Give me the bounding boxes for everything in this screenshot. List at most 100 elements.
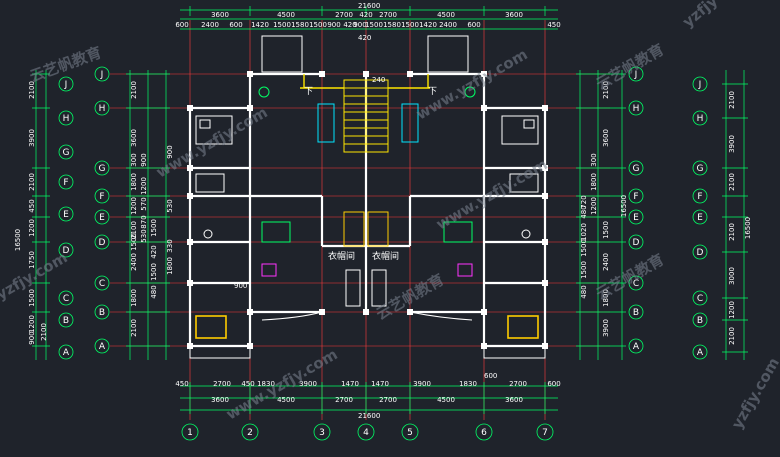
dim-top-row2-label: 1580: [291, 21, 309, 29]
dim-far-right-label: 2100: [728, 223, 736, 241]
dim-far-right-label: 2100: [728, 91, 736, 109]
dim-bottom-mid-0: 900: [234, 282, 247, 290]
row-axis-label: B: [99, 308, 105, 318]
dim-left-outer-label: 3900: [28, 129, 36, 147]
row-axis-label: H: [697, 114, 704, 124]
dim-top-row1-label: 2700: [335, 11, 353, 19]
row-axis-label: A: [63, 348, 70, 358]
dim-right-inner-label: 2400: [602, 253, 610, 271]
column-axis-bubble: [357, 423, 375, 441]
dim-bottom-row1-label: 1830: [459, 380, 477, 388]
column-axis-label: 2: [247, 428, 253, 438]
dim-left-outer-label: 2100: [28, 81, 36, 99]
row-axis-label: C: [697, 294, 703, 304]
dim-left-outer-label: 1750: [28, 251, 36, 269]
column-axis-bubble: [475, 423, 493, 441]
row-axis-bubble: [58, 290, 74, 306]
dim-left-small-label: 330: [166, 239, 174, 252]
dim-left-outer-label: 900: [28, 331, 36, 344]
row-axis-label: H: [99, 104, 106, 114]
row-axis-label: J: [634, 70, 638, 80]
dim-top-row1-label: 3600: [211, 11, 229, 19]
row-axis-label: F: [99, 192, 104, 202]
watermark-text: yzfjy: [679, 0, 721, 31]
dim-top-small-0: 420: [358, 34, 371, 42]
row-axis-label: E: [63, 210, 69, 220]
dim-right-small-label: 1500: [580, 239, 588, 257]
dim-bottom-row1-label: 1830: [257, 380, 275, 388]
dim-left-small-label: 1500: [150, 219, 158, 237]
row-axis-bubble: [94, 275, 110, 291]
dim-left-inner-label: 300: [130, 153, 138, 166]
row-axis-label: J: [698, 80, 702, 90]
dim-top-row2-label: 1420: [419, 21, 437, 29]
dim-bottom-row1-label: 3900: [299, 380, 317, 388]
dim-bottom-row1-label: 450: [241, 380, 254, 388]
row-axis-bubble: [94, 160, 110, 176]
row-axis-bubble: [94, 304, 110, 320]
row-axis-bubble: [628, 188, 644, 204]
row-axis-label: F: [633, 192, 638, 202]
row-axis-bubble: [94, 234, 110, 250]
row-axis-bubble: [692, 344, 708, 360]
watermark-text: 云艺帆教育: [593, 40, 667, 93]
dim-top-row2-label: 2400: [439, 21, 457, 29]
column-axis-label: 5: [407, 428, 413, 438]
dim-left-inner-label: 2400: [130, 253, 138, 271]
row-axis-bubble: [692, 244, 708, 260]
structural-columns: [187, 71, 548, 349]
dim-bottom-row1-label: 600: [547, 380, 560, 388]
column-axis-bubble: [181, 423, 199, 441]
dim-far-right-label: 1200: [728, 301, 736, 319]
row-axis-bubble: [692, 110, 708, 126]
balconies: [189, 35, 546, 359]
row-axis-bubble: [58, 242, 74, 258]
row-axis-bubble: [94, 188, 110, 204]
walls: [188, 72, 547, 348]
dim-left-small-label: 1500: [150, 263, 158, 281]
row-axis-label: A: [697, 348, 704, 358]
dim-bottom-row2-label: 4500: [277, 396, 295, 404]
row-axis-bubble: [58, 144, 74, 160]
dim-left-inner-label: 1800: [130, 173, 138, 191]
dim-top-row2-label: 2400: [201, 21, 219, 29]
column-axis-label: 6: [481, 428, 487, 438]
dim-top-row2-label: 1500: [273, 21, 291, 29]
dim-top-row1-label: 4500: [277, 11, 295, 19]
row-axis-bubble: [692, 290, 708, 306]
dim-left-small-label: 1200: [140, 177, 148, 195]
dim-bottom-total: 21600: [358, 412, 380, 420]
row-axis-label: D: [99, 238, 106, 248]
row-axis-bubble: [58, 174, 74, 190]
staircase: [300, 74, 430, 153]
dim-right-inner-label: 3900: [602, 319, 610, 337]
dim-left-small-label: 900: [166, 145, 174, 158]
fixtures: [195, 86, 539, 339]
dim-left-small-label: 870: [140, 215, 148, 228]
stair-label-right: 下: [428, 87, 437, 97]
row-axis-label: A: [99, 342, 106, 352]
row-axis-label: D: [63, 246, 70, 256]
dim-left-small-label: 570: [140, 197, 148, 210]
row-axis-bubble: [692, 312, 708, 328]
row-axis-label: C: [63, 294, 69, 304]
watermark-text: yzfjy.com: [728, 354, 780, 432]
dim-top-row1-label: 4500: [437, 11, 455, 19]
dim-left-inner-label: 2100: [130, 81, 138, 99]
row-axis-bubble: [628, 66, 644, 82]
dim-right-small-label: 480: [580, 205, 588, 218]
row-axis-bubble: [628, 209, 644, 225]
dim-top-small-1: 240: [372, 76, 385, 84]
row-axis-bubble: [628, 234, 644, 250]
dim-left-outer-label: 2100: [28, 173, 36, 191]
dim-right-inner-label: 16500: [620, 195, 628, 217]
row-axis-label: C: [633, 279, 639, 289]
dim-far-right-label: 2100: [728, 327, 736, 345]
